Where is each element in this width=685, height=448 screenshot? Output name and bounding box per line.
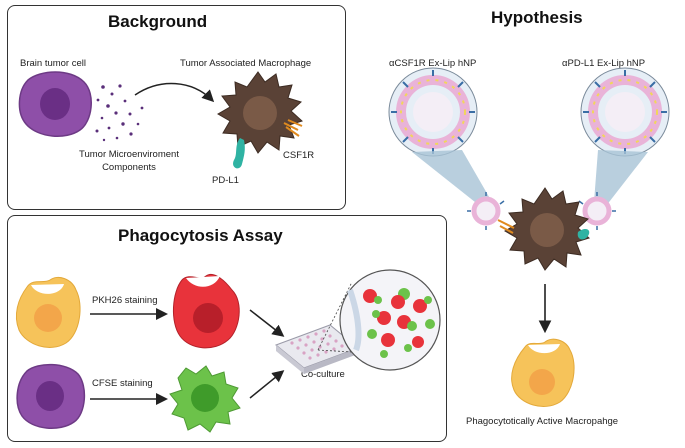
tme-label-line2: Components: [102, 162, 156, 173]
tam-label: Tumor Associated Macrophage: [180, 58, 312, 69]
pdl1-label: PD-L1: [212, 175, 239, 186]
coculture-label: Co-culture: [301, 369, 345, 380]
left-zoom-wedge: [412, 150, 492, 206]
active-macrophage-icon: [511, 338, 575, 407]
pkh26-label: PKH26 staining: [92, 295, 158, 306]
unstained-macrophage-icon: [15, 276, 81, 348]
well-plate-icon: [275, 324, 359, 374]
right-zoom-wedge: [594, 150, 648, 206]
background-arrow: [134, 82, 215, 103]
arrow-to-plate-top: [249, 309, 285, 337]
phagocytosis-title: Phagocytosis Assay: [118, 226, 283, 245]
cfse-stained-tumor-icon: [169, 365, 241, 433]
csf1r-label: CSF1R: [283, 150, 315, 161]
cfse-label: CFSE staining: [92, 378, 153, 389]
hypothesis-macrophage-icon: [497, 187, 590, 271]
apdl1-np-label: αPD-L1 Ex-Lip hNP: [562, 58, 646, 69]
acsf1r-np-small-icon: [467, 192, 505, 230]
result-label: Phagocytotically Active Macropahge: [466, 416, 619, 427]
brain-tumor-cell-label: Brain tumor cell: [20, 58, 86, 69]
tumor-cell-cfse-icon: [16, 363, 86, 429]
tam-macrophage-icon: [217, 71, 303, 169]
acsf1r-np-magnified-icon: [388, 67, 478, 157]
acsf1r-np-label: αCSF1R Ex-Lip hNP: [389, 58, 477, 69]
apdl1-np-magnified-icon: [580, 67, 670, 157]
background-title: Background: [108, 12, 208, 31]
tme-label-line1: Tumor Microenviroment: [79, 149, 179, 160]
apdl1-np-small-icon: [578, 192, 616, 230]
pkh26-stained-macrophage-icon: [173, 274, 240, 349]
arrow-to-plate-bottom: [249, 370, 285, 399]
coculture-magnified-icon: [339, 269, 441, 371]
brain-tumor-cell-icon: [18, 71, 92, 137]
tme-particles-icon: [95, 84, 144, 142]
hypothesis-title: Hypothesis: [491, 8, 583, 27]
